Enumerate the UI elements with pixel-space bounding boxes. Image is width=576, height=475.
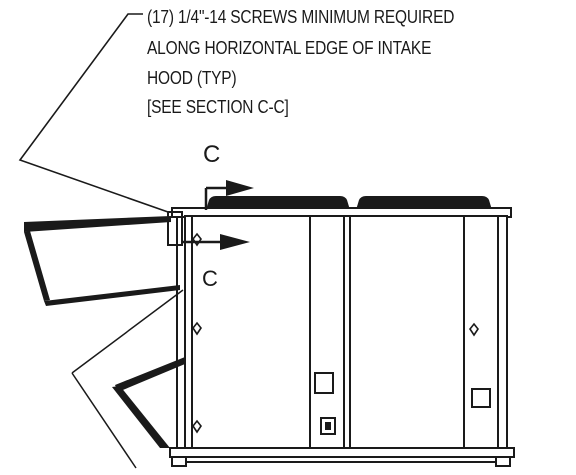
hood-leader-lines — [71, 289, 184, 469]
section-arrow-upper — [204, 180, 254, 210]
section-label-lower: C — [202, 266, 218, 291]
callout-note-line-4: [SEE SECTION C-C] — [147, 97, 289, 117]
cabinet — [176, 215, 508, 449]
base-rail — [169, 447, 515, 467]
intake-hood-upper — [24, 216, 180, 306]
panel-latches — [192, 232, 479, 434]
roof-rail-left — [206, 196, 350, 210]
roof-rail-right — [356, 196, 492, 210]
callout-note-line-2: ALONG HORIZONTAL EDGE OF INTAKE — [147, 38, 432, 58]
intake-hood-lower — [112, 357, 185, 448]
callout-note-line-1: (17) 1/4"-14 SCREWS MINIMUM REQUIRED — [147, 7, 455, 27]
access-panels — [314, 372, 491, 435]
section-arrow-lower — [182, 234, 250, 250]
callout-leader — [18, 13, 169, 213]
section-label-upper: C — [203, 141, 221, 168]
hood-bracket — [167, 211, 183, 246]
callout-note-line-3: HOOD (TYP) — [147, 68, 237, 88]
